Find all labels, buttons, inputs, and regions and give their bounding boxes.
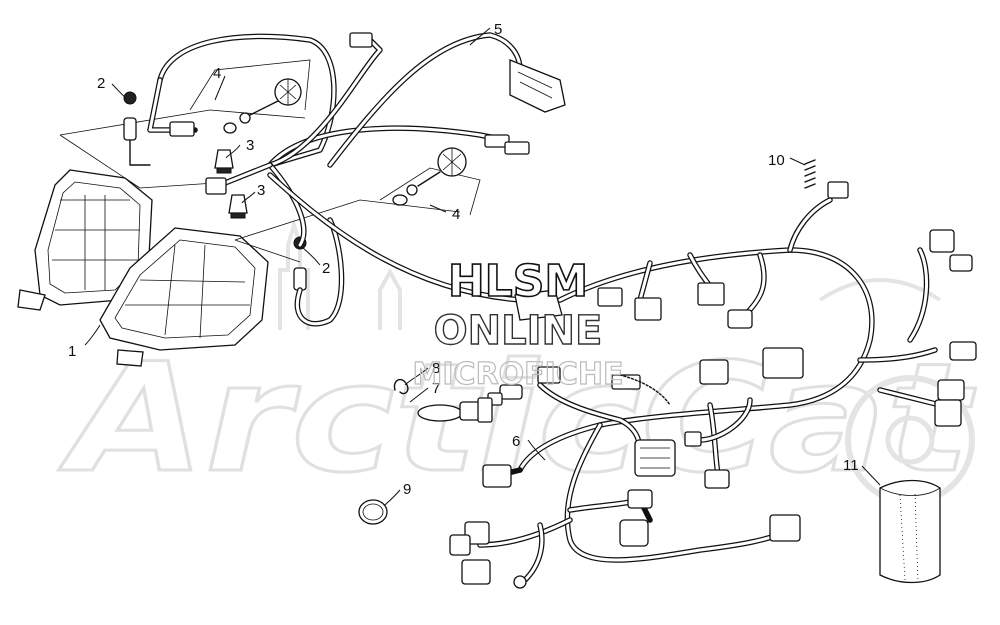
callout-5: 5 [494,21,502,38]
headlight-harness [147,32,566,327]
clip-8 [393,378,409,395]
callout-7: 7 [432,380,440,397]
callout-1: 1 [68,343,76,360]
callout-10: 10 [768,152,785,169]
callout-2a: 2 [97,75,105,92]
callout-3b: 3 [257,182,265,199]
brand-watermark-text: ArcticCat [58,332,976,506]
callout-labels: 1 2 2 3 3 4 4 5 6 7 8 9 10 11 [68,21,859,498]
callout-2b: 2 [322,260,330,277]
callout-6: 6 [512,433,520,450]
callout-4a: 4 [213,65,221,82]
main-harness [449,181,977,589]
spring [804,159,816,189]
callout-9: 9 [403,481,411,498]
adjuster-lower [392,147,467,206]
adjuster-upper [223,78,302,134]
bulb-upper [214,149,234,174]
protective-sleeve [879,479,941,584]
callout-4b: 4 [452,206,460,223]
leaders [84,27,881,506]
hlsm-watermark: HLSM ONLINE MICROFICHE [412,255,624,392]
fuse-holder [417,397,493,423]
watermark-line3: MICROFICHE [413,357,624,392]
watermark-line1: HLSM [448,256,588,307]
headlight-right [99,227,269,367]
bulb-lower [228,194,248,219]
watermark-line2: ONLINE [434,308,603,354]
callout-8: 8 [432,360,440,377]
bulb-socket-upper [123,91,151,166]
callout-3a: 3 [246,137,254,154]
brand-wheel-hub-icon [885,415,935,465]
callout-11: 11 [843,457,859,474]
headlight-left [17,169,153,311]
band-clamp [358,499,388,525]
brand-watermark: ArcticCat [57,218,978,508]
